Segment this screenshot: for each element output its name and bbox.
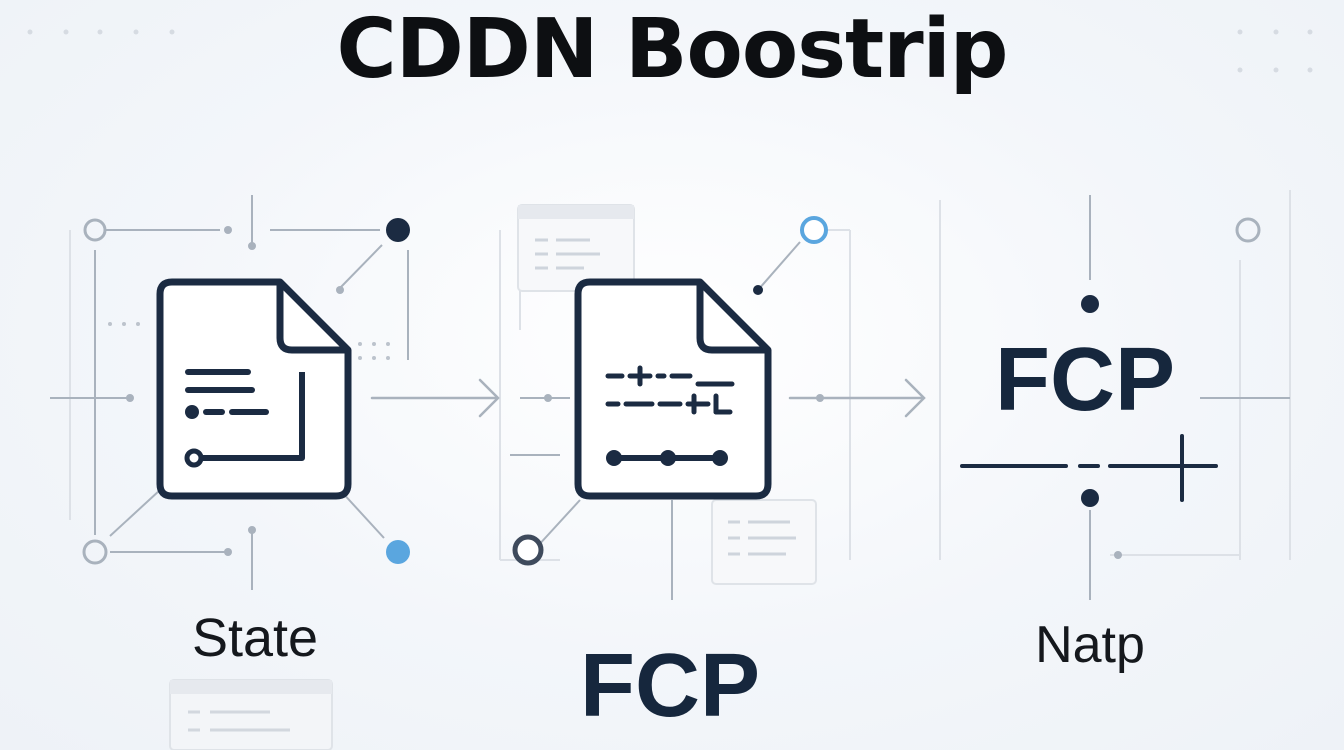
solid-node-icon (1081, 295, 1099, 313)
connector-dot (816, 394, 824, 402)
arrow-right-icon (370, 378, 500, 418)
decorative-dots-top (27, 29, 1313, 73)
center-connectors (510, 241, 801, 600)
faint-panel-bottom (711, 499, 817, 585)
connector-dot (1114, 551, 1122, 559)
faint-panel-corner (169, 679, 333, 750)
faint-panel-top (517, 204, 635, 292)
arrow-right-icon (788, 378, 926, 418)
solid-node-icon (386, 218, 410, 242)
right-node-label: Natp (1035, 616, 1145, 674)
hollow-node-icon (1235, 217, 1261, 243)
state-label: State (191, 608, 319, 668)
left-dot-grid (108, 322, 390, 360)
document-icon (156, 278, 352, 500)
hollow-node-icon (83, 218, 107, 242)
connector-dot (753, 285, 763, 295)
left-connector-dots (126, 226, 344, 556)
center-node-label: FCP (580, 636, 760, 736)
solid-node-icon (1081, 489, 1099, 507)
faint-doc-panels (169, 204, 817, 750)
blue-node-icon (386, 540, 410, 564)
right-node-heading: FCP (995, 330, 1175, 430)
right-connectors (1089, 195, 1290, 600)
blue-ring-node-icon (800, 216, 828, 244)
page-title: CDDN Boostrip (336, 2, 1009, 97)
hollow-node-icon (82, 539, 108, 565)
dark-ring-node-icon (512, 534, 544, 566)
left-connectors (50, 195, 409, 590)
document-icon (574, 278, 772, 500)
